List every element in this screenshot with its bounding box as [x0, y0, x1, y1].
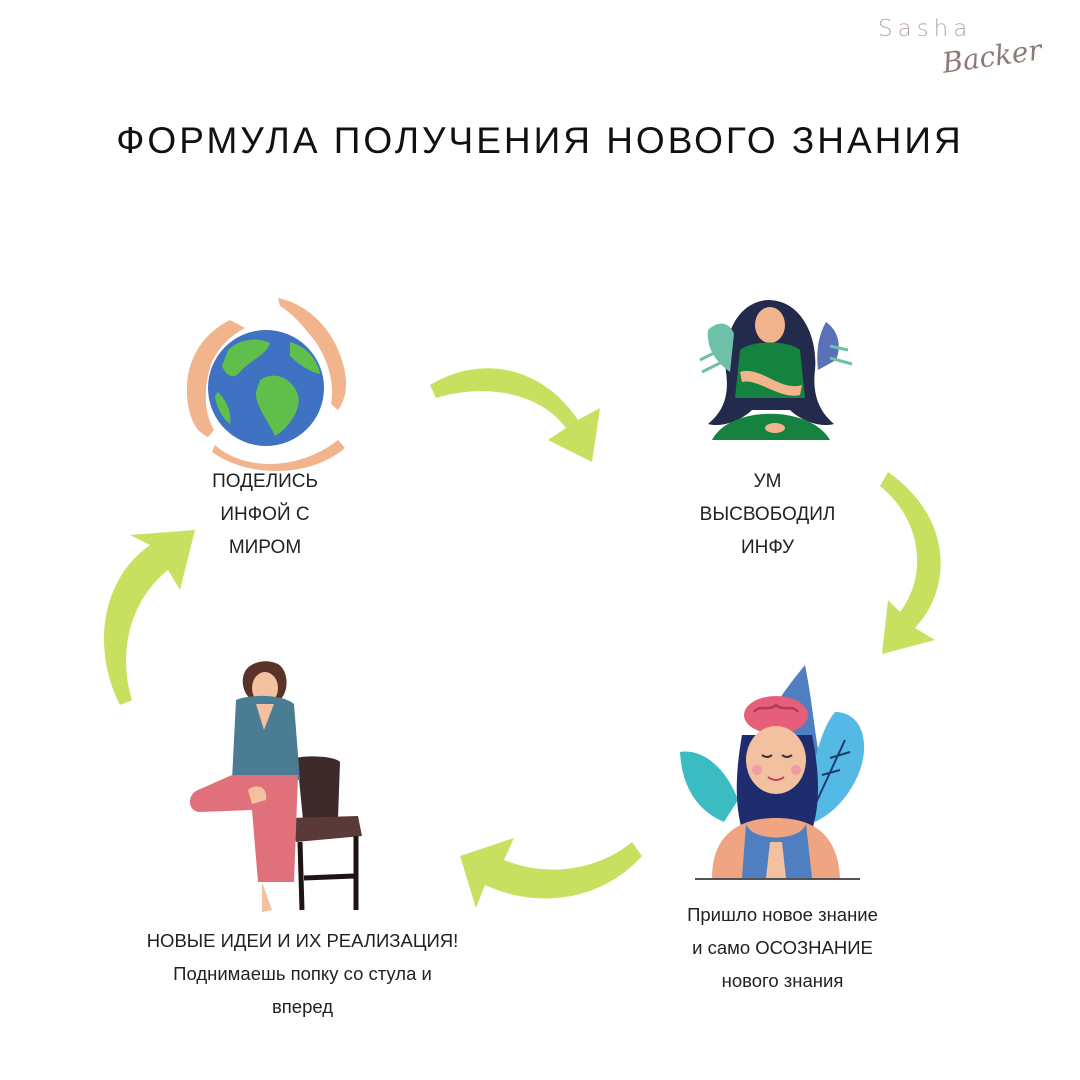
step-3-line-2: и само ОСОЗНАНИЕ: [655, 931, 910, 964]
step-3-line-1: Пришло новое знание: [655, 898, 910, 931]
arrow-right-down: [880, 472, 941, 654]
step-1-line-1: ПОДЕЛИСЬ: [185, 465, 345, 498]
globe-in-hands-icon: [187, 298, 346, 471]
step-4-label: НОВЫЕ ИДЕИ И ИХ РЕАЛИЗАЦИЯ! Поднимаешь п…: [115, 924, 490, 1023]
step-4-line-1: НОВЫЕ ИДЕИ И ИХ РЕАЛИЗАЦИЯ!: [115, 924, 490, 957]
step-1-line-2: ИНФОЙ С: [185, 498, 345, 531]
step-2-line-1: УМ: [680, 465, 855, 498]
step-1-line-3: МИРОМ: [185, 531, 345, 564]
step-2-line-3: ИНФУ: [680, 531, 855, 564]
arrow-top-right: [430, 368, 600, 462]
arrow-bottom-left: [460, 838, 642, 908]
step-3-line-3: нового знания: [655, 964, 910, 997]
arrow-left-up: [104, 530, 195, 705]
step-3-label: Пришло новое знание и само ОСОЗНАНИЕ нов…: [655, 898, 910, 997]
step-2-line-2: ВЫСВОБОДИЛ: [680, 498, 855, 531]
step-4-line-2: Поднимаешь попку со стула и: [115, 957, 490, 990]
step-4-line-3: вперед: [115, 990, 490, 1023]
step-2-label: УМ ВЫСВОБОДИЛ ИНФУ: [680, 465, 855, 564]
woman-by-chair-icon: [190, 661, 362, 912]
step-1-label: ПОДЕЛИСЬ ИНФОЙ С МИРОМ: [185, 465, 345, 564]
woman-with-brain-icon: [680, 665, 864, 879]
meditating-woman-icon: [700, 300, 852, 440]
